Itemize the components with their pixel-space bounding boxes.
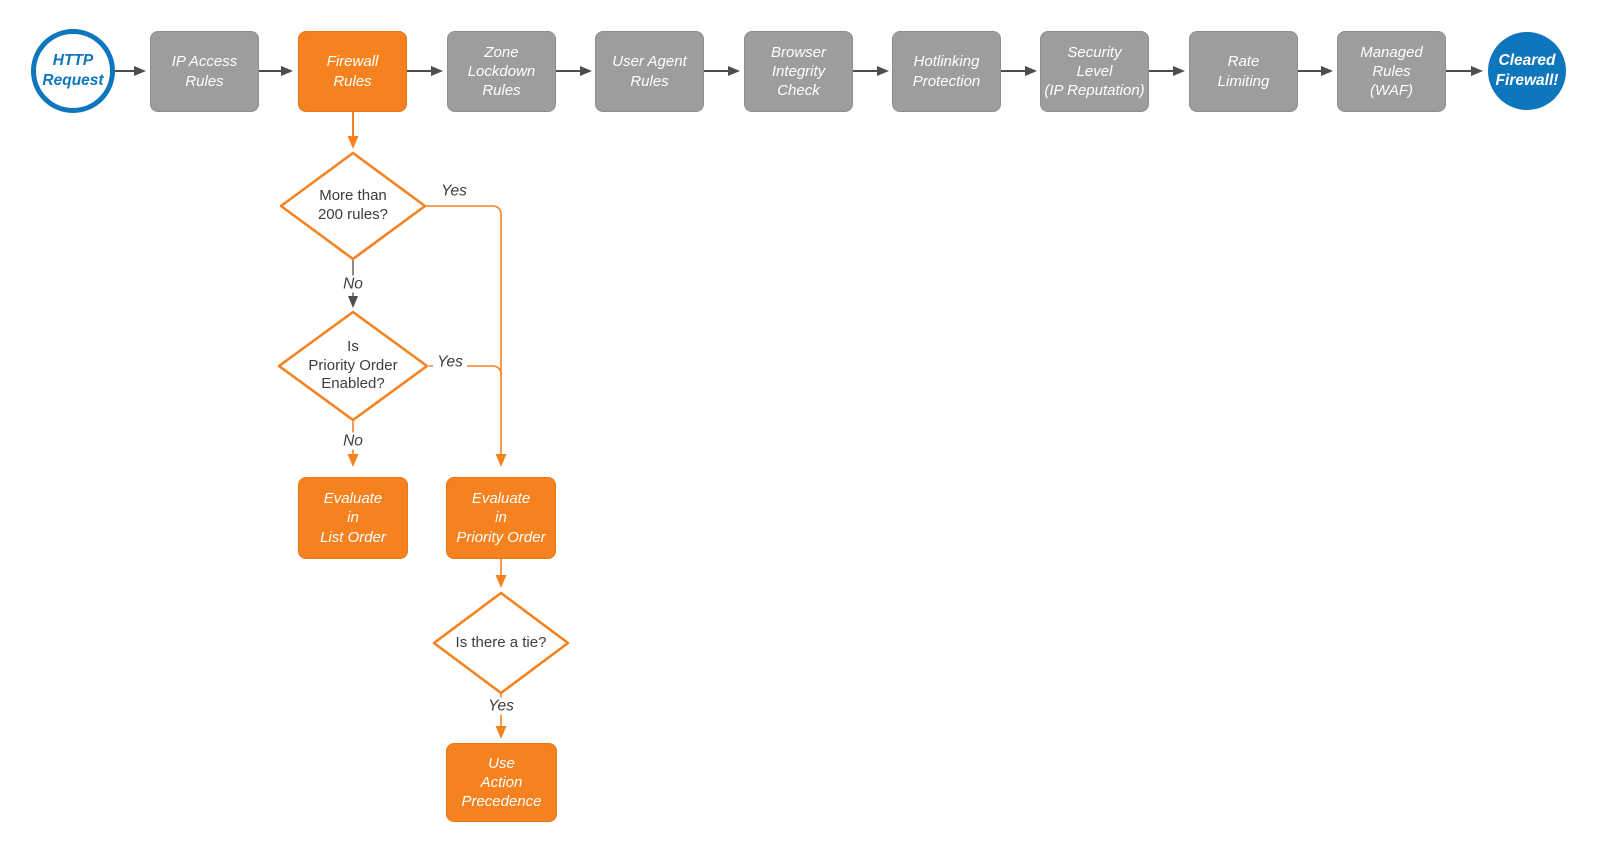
node-label: Managed Rules (WAF) [1360,43,1423,100]
node-security-level-ip-reputation: Security Level (IP Reputation) [1040,31,1149,112]
node-label: Evaluate in List Order [320,490,386,546]
node-label: Use Action Precedence [461,754,542,811]
node-label: Firewall Rules [326,53,379,90]
label-decision1-yes: Yes [437,182,471,200]
edge-decision1-yes [425,205,507,467]
node-label: Security Level (IP Reputation) [1044,43,1145,100]
node-http-request: HTTP Request [31,29,115,113]
node-label: Zone Lockdown Rules [467,43,536,100]
decision-more-than-200-rules: More than 200 rules? [281,184,425,228]
label-decision2-yes: Yes [433,353,467,371]
decision-label: Is there a tie? [455,633,547,651]
node-label: Browser Integrity Check [770,43,826,100]
node-browser-integrity-check: Browser Integrity Check [744,31,853,112]
node-label: Evaluate in Priority Order [456,490,546,546]
node-evaluate-in-list-order: Evaluate in List Order [298,477,408,559]
node-user-agent-rules: User Agent Rules [595,31,704,112]
node-zone-lockdown-rules: Zone Lockdown Rules [447,31,556,112]
decision-label: Is Priority Order Enabled? [308,337,398,393]
node-label: HTTP Request [42,52,104,89]
node-label: Hotlinking Protection [912,53,981,90]
node-firewall-rules: Firewall Rules [298,31,407,112]
node-cleared-firewall: Cleared Firewall! [1488,32,1566,110]
node-use-action-precedence: Use Action Precedence [446,743,557,822]
decision-is-there-a-tie: Is there a tie? [434,632,568,654]
node-label: IP Access Rules [171,53,238,90]
label-decision2-no: No [339,432,367,450]
label-decision3-yes: Yes [484,697,518,715]
node-evaluate-in-priority-order: Evaluate in Priority Order [446,477,556,559]
decision-label: More than 200 rules? [317,187,389,223]
label-decision1-no: No [339,275,367,293]
decision-shapes [277,151,570,695]
node-label: User Agent Rules [612,53,687,90]
node-ip-access-rules: IP Access Rules [150,31,259,112]
node-hotlinking-protection: Hotlinking Protection [892,31,1001,112]
node-rate-limiting: Rate Limiting [1189,31,1298,112]
node-managed-rules-waf: Managed Rules (WAF) [1337,31,1446,112]
decision-priority-order-enabled: Is Priority Order Enabled? [279,336,427,396]
node-label: Cleared Firewall! [1495,52,1559,89]
node-label: Rate Limiting [1217,53,1270,90]
